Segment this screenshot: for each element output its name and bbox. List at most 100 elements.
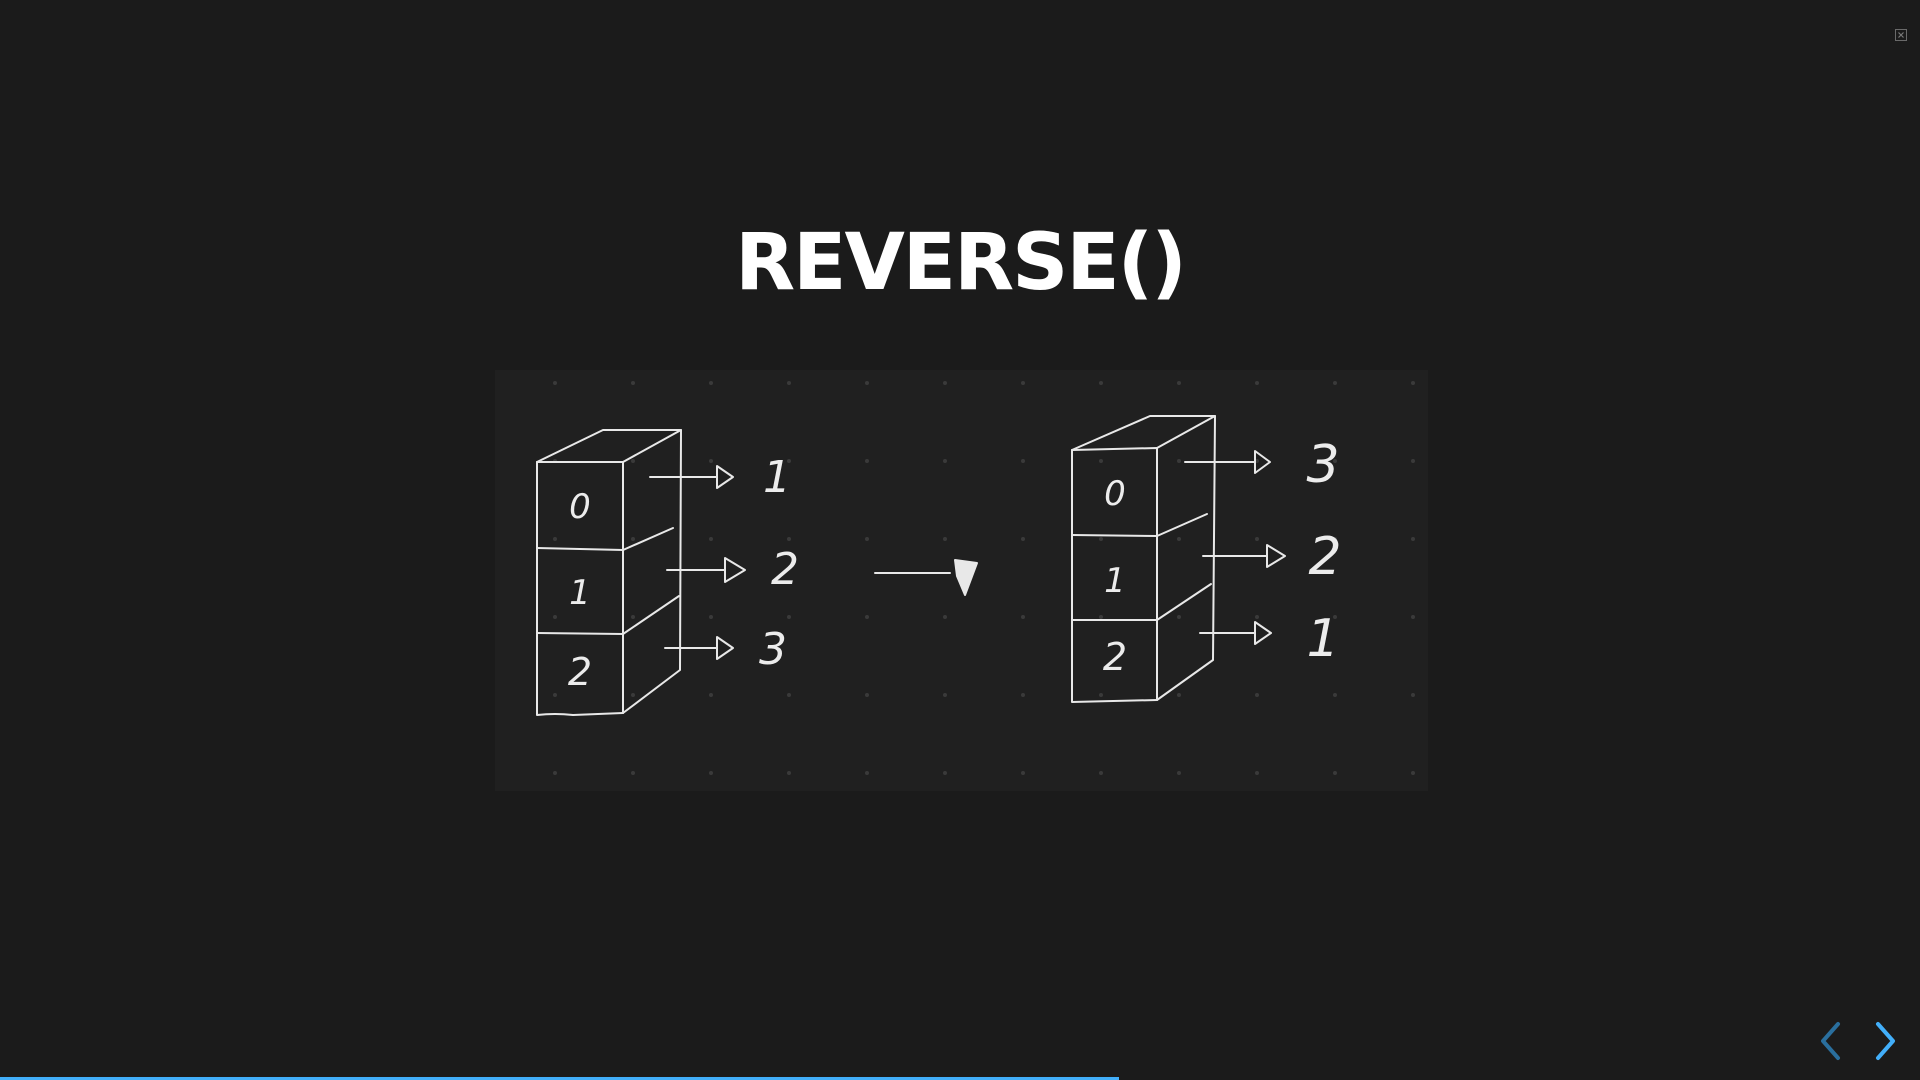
reverse-sketch: 0 1 2 1 2 3 0 1 2 3 2 1 [536, 381, 1415, 775]
grid-dot [1411, 537, 1415, 541]
whiteboard-drawing: 0 1 2 1 2 3 0 1 2 3 2 1 [495, 370, 1428, 791]
grid-dot [787, 771, 791, 775]
arrow-before-2 [666, 557, 746, 583]
after-value-2: 2 [1308, 527, 1341, 587]
grid-dot [1411, 459, 1415, 463]
grid-dot [1411, 381, 1415, 385]
stack-after-front-left [1071, 449, 1158, 703]
stack-after-side-divider-2 [1156, 583, 1212, 621]
grid-dot [865, 771, 869, 775]
grid-dot [1021, 381, 1025, 385]
grid-dot [1333, 615, 1337, 619]
grid-dot [709, 381, 713, 385]
after-index-0: 0 [1104, 474, 1126, 514]
arrow-before-1 [649, 465, 734, 489]
grid-dot [865, 615, 869, 619]
grid-dot [631, 537, 635, 541]
grid-dot [787, 693, 791, 697]
close-icon [1898, 32, 1904, 38]
stack-before-top [536, 429, 682, 463]
grid-dot [1021, 693, 1025, 697]
grid-dot [1255, 693, 1259, 697]
grid-dot [1255, 537, 1259, 541]
grid-dot [1411, 771, 1415, 775]
grid-dot [787, 381, 791, 385]
grid-dot [787, 459, 791, 463]
grid-dot [709, 537, 713, 541]
grid-dot [553, 381, 557, 385]
previous-slide-button[interactable] [1814, 1018, 1850, 1064]
grid-dot [1177, 693, 1181, 697]
stack-before-side-divider-1 [622, 527, 674, 551]
chevron-right-icon [1876, 1022, 1895, 1060]
arrow-after-1 [1184, 450, 1271, 474]
grid-dot [943, 459, 947, 463]
grid-dot [1333, 381, 1337, 385]
grid-dot [1177, 771, 1181, 775]
grid-dot [631, 693, 635, 697]
grid-dot [1099, 381, 1103, 385]
grid-dot [1021, 615, 1025, 619]
grid-dot [553, 693, 557, 697]
grid-dot [1099, 693, 1103, 697]
grid-dot [1333, 693, 1337, 697]
grid-dot [631, 771, 635, 775]
grid-dot [709, 615, 713, 619]
grid-dot [1021, 537, 1025, 541]
grid-dot [553, 771, 557, 775]
grid-dot [1255, 381, 1259, 385]
arrow-after-2 [1202, 544, 1286, 568]
grid-dot [1333, 537, 1337, 541]
grid-dot [1177, 459, 1181, 463]
grid-dot [1099, 771, 1103, 775]
stack-before [536, 429, 746, 716]
grid-dot [1177, 381, 1181, 385]
grid-dot [1021, 459, 1025, 463]
grid-dot [553, 615, 557, 619]
before-index-1: 1 [569, 573, 591, 613]
grid-dot [865, 381, 869, 385]
transform-arrow [874, 559, 978, 596]
dot-grid [553, 381, 1415, 775]
arrow-after-3 [1199, 621, 1272, 645]
next-slide-button[interactable] [1868, 1018, 1904, 1064]
grid-dot [631, 381, 635, 385]
grid-dot [631, 459, 635, 463]
before-value-3: 3 [759, 624, 787, 675]
after-value-3: 3 [1306, 435, 1339, 495]
stack-after-divider-1 [1071, 534, 1158, 537]
stack-after [1071, 415, 1286, 703]
grid-dot [709, 693, 713, 697]
before-index-2: 2 [568, 650, 592, 694]
before-value-1: 1 [763, 452, 791, 503]
grid-dot [1333, 771, 1337, 775]
grid-dot [865, 693, 869, 697]
after-index-1: 1 [1104, 561, 1126, 601]
grid-dot [943, 537, 947, 541]
grid-dot [1099, 615, 1103, 619]
grid-dot [1411, 615, 1415, 619]
stack-after-top [1071, 415, 1216, 451]
arrow-before-3 [664, 636, 734, 660]
grid-dot [943, 615, 947, 619]
grid-dot [865, 537, 869, 541]
grid-dot [1099, 537, 1103, 541]
grid-dot [631, 615, 635, 619]
stack-before-divider-1 [536, 547, 624, 551]
grid-dot [943, 693, 947, 697]
stack-after-side [1156, 415, 1216, 701]
stack-before-side-divider-2 [622, 595, 680, 635]
grid-dot [943, 771, 947, 775]
chevron-left-icon [1821, 1022, 1840, 1060]
stack-before-divider-2 [536, 632, 624, 635]
grid-dot [1177, 615, 1181, 619]
grid-dot [787, 615, 791, 619]
grid-dot [1177, 537, 1181, 541]
close-button[interactable] [1895, 29, 1907, 41]
progress-fill [0, 1077, 1120, 1080]
grid-dot [943, 381, 947, 385]
after-value-1: 1 [1306, 609, 1339, 669]
grid-dot [1411, 693, 1415, 697]
after-index-2: 2 [1103, 635, 1127, 679]
